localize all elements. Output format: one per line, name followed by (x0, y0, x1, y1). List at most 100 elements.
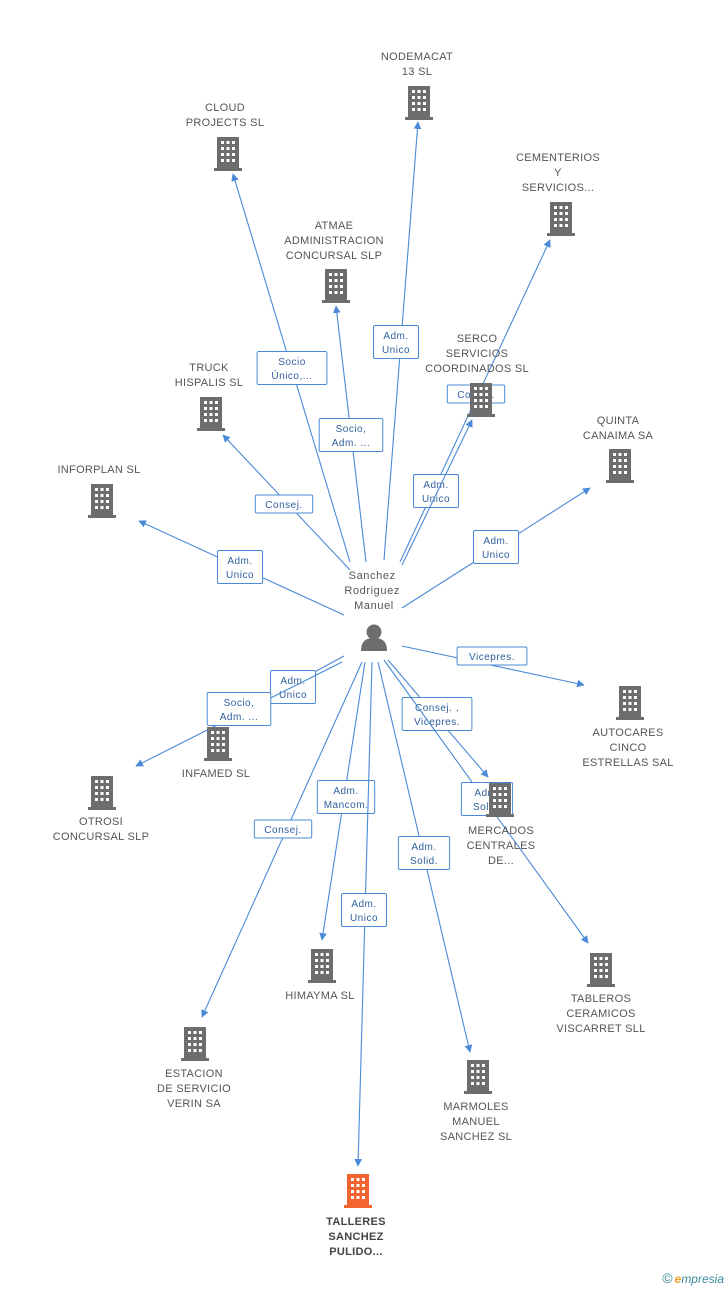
edge-estacion: Consej. (201, 661, 363, 1018)
relation-label-line: Adm. (351, 899, 376, 910)
relation-label-line: Adm. (411, 842, 436, 853)
relation-label[interactable]: Adm. Mancom. (316, 780, 376, 814)
edge-quinta: Adm.Unico (401, 487, 591, 609)
edge-inforplan: Adm.Unico (138, 520, 345, 616)
relation-label-box (316, 780, 376, 814)
edge-atmae: Socio, Adm. ... (318, 305, 384, 563)
building-icon (197, 397, 225, 431)
person-name-line-3: Manuel (354, 600, 394, 612)
edge-autocares: Vicepres. (401, 645, 585, 688)
company-node-infamed[interactable]: INFAMED SL (182, 727, 250, 780)
company-name-line: CEMENTERIOS (516, 152, 600, 164)
relation-label-line: Socio (278, 357, 306, 368)
relation-label-line: Adm. ... (220, 712, 258, 723)
relation-label[interactable]: Adm.Unico (341, 893, 387, 927)
person-node[interactable]: Sanchez Rodriguez Manuel (344, 570, 403, 651)
relation-label-line: Unico (226, 570, 254, 581)
relation-label[interactable]: Consej. ,Vicepres. (401, 697, 473, 731)
edge-himayma: Adm. Mancom. (316, 661, 376, 941)
edge-talleres: Adm.Unico (341, 661, 387, 1167)
company-node-inforplan[interactable]: INFORPLAN SL (57, 464, 140, 518)
company-name-line: CONCURSAL SLP (286, 250, 382, 262)
relation-label-text: Adm.Unico (226, 556, 254, 581)
relation-label-text: Consej. (264, 825, 301, 836)
company-name-line: QUINTA (597, 415, 640, 427)
relation-label-text: Adm.Unico (350, 899, 378, 924)
relation-label-box (373, 325, 419, 359)
company-name-line: ADMINISTRACION (284, 235, 384, 247)
company-name-line: CANAIMA SA (583, 430, 654, 442)
relation-label-box (397, 836, 451, 870)
company-name-line: SERVICIOS... (522, 182, 594, 194)
relation-label-text: Adm.Unico (422, 480, 450, 505)
building-icon (322, 269, 350, 303)
relation-label[interactable]: Consej. (253, 819, 313, 839)
relation-label[interactable]: Adm.Unico (373, 325, 419, 359)
relation-label-line: Solid. (473, 802, 501, 813)
building-icon (214, 137, 242, 171)
relation-label[interactable]: Adm.Unico (413, 474, 459, 508)
company-name-line: HISPALIS SL (175, 377, 244, 389)
company-name: QUINTA CANAIMA SA (583, 415, 654, 442)
relation-label-box (401, 697, 473, 731)
relation-label-line: Socio, (224, 698, 255, 709)
edge-truck: Consej. (222, 434, 351, 571)
relation-label-line: Adm. ... (332, 438, 370, 449)
relation-label[interactable]: Adm.Unico (217, 550, 263, 584)
relation-label-text: Socio, Adm. ... (332, 424, 370, 449)
relation-label-line: Unico (482, 550, 510, 561)
company-node-quinta[interactable]: QUINTA CANAIMA SA (583, 415, 654, 483)
building-icon (88, 776, 116, 810)
relation-label-line: Único,... (271, 369, 312, 382)
relation-label[interactable]: Vicepres. (456, 646, 528, 666)
company-name-line: TALLERES (326, 1216, 386, 1228)
company-name: INFAMED SL (182, 768, 250, 780)
company-name-line: PULIDO... (329, 1246, 382, 1258)
company-name-line: SERVICIOS (446, 348, 508, 360)
company-node-himayma[interactable]: HIMAYMA SL (285, 949, 354, 1002)
relation-label-line: Adm. (474, 788, 499, 799)
relation-label-line: Adm. (333, 786, 358, 797)
company-name-line: ESTACION (165, 1068, 223, 1080)
empresia-watermark: ©empresia (662, 1270, 724, 1286)
relation-label-box (456, 646, 528, 666)
building-icon (88, 484, 116, 518)
relation-label[interactable]: Adm.Unico (473, 530, 519, 564)
relation-label[interactable]: Adm. Solid. (397, 836, 451, 870)
brand-initial: e (674, 1272, 682, 1286)
relation-label[interactable]: Consej. (254, 494, 314, 514)
relation-label-line: Mancom. (324, 800, 369, 811)
person-icon (361, 624, 387, 651)
relation-label[interactable]: Socio, Adm. ... (206, 692, 272, 726)
edge-nodemacat: Adm.Unico (373, 121, 422, 561)
relation-label-line: Solid. (410, 856, 438, 867)
relation-label-line: Unico (279, 690, 307, 701)
relation-label-text: Socio, Adm. ... (220, 698, 258, 723)
relation-label-line: Adm. (280, 676, 305, 687)
copyright-symbol: © (662, 1270, 673, 1286)
company-name-line: ESTRELLAS SAL (582, 757, 673, 769)
relation-label-line: Socio, (336, 424, 367, 435)
brand-name: mpresia (681, 1272, 724, 1286)
relation-label[interactable]: Socio, Adm. ... (318, 418, 384, 452)
relation-label-line: Consej. (264, 825, 301, 836)
